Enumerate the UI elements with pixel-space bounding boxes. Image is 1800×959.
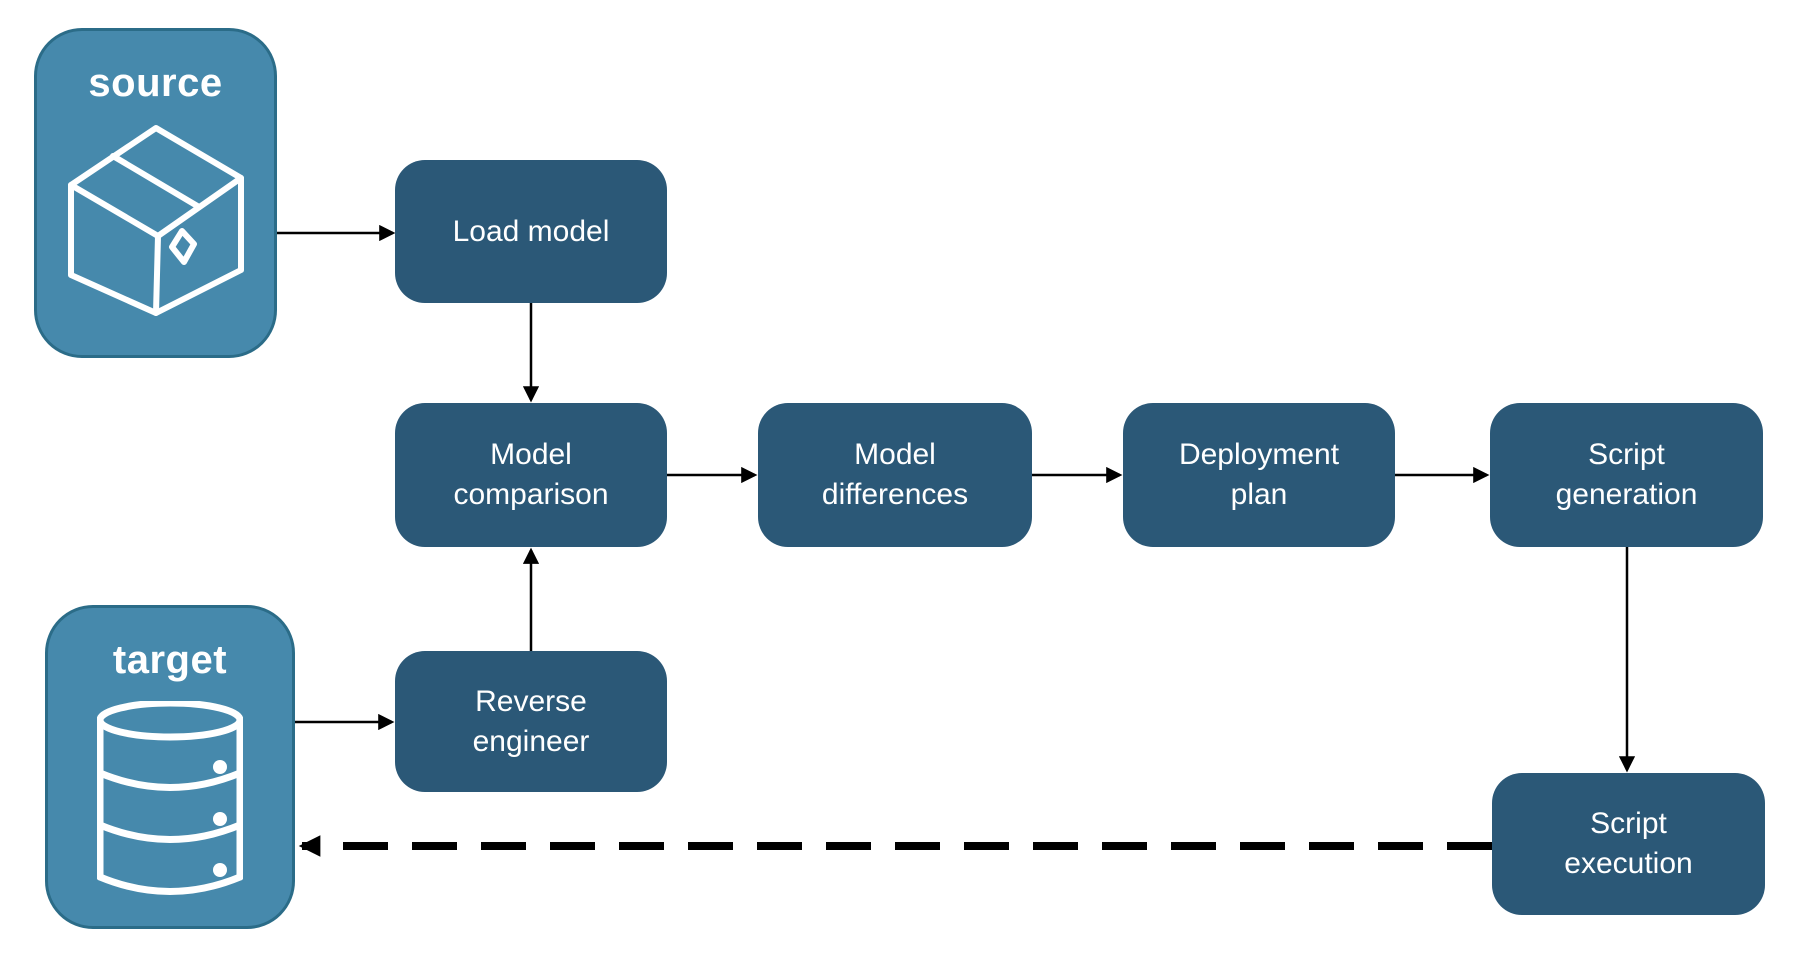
deployment-plan-label: Deployment plan <box>1178 438 1340 511</box>
node-target: target <box>45 605 295 929</box>
model-differences-label: Model differences <box>821 438 969 511</box>
load-model-label: Load model <box>452 214 610 248</box>
node-model-comparison: Model comparison <box>395 403 667 547</box>
script-execution-label: Script execution <box>1564 807 1693 880</box>
target-label: target <box>112 638 228 682</box>
node-load-model: Load model <box>395 160 667 303</box>
node-deployment-plan: Deployment plan <box>1123 403 1395 547</box>
node-source: source <box>34 28 277 358</box>
reverse-engineer-label: Reverse engineer <box>472 684 590 758</box>
model-comparison-label: Model comparison <box>453 438 609 511</box>
source-label: source <box>88 61 223 105</box>
package-icon <box>67 125 244 316</box>
script-generation-label: Script generation <box>1555 438 1698 511</box>
node-model-differences: Model differences <box>758 403 1032 547</box>
node-reverse-engineer: Reverse engineer <box>395 651 667 792</box>
database-icon <box>97 701 243 895</box>
node-script-generation: Script generation <box>1490 403 1763 547</box>
node-script-execution: Script execution <box>1492 773 1765 915</box>
